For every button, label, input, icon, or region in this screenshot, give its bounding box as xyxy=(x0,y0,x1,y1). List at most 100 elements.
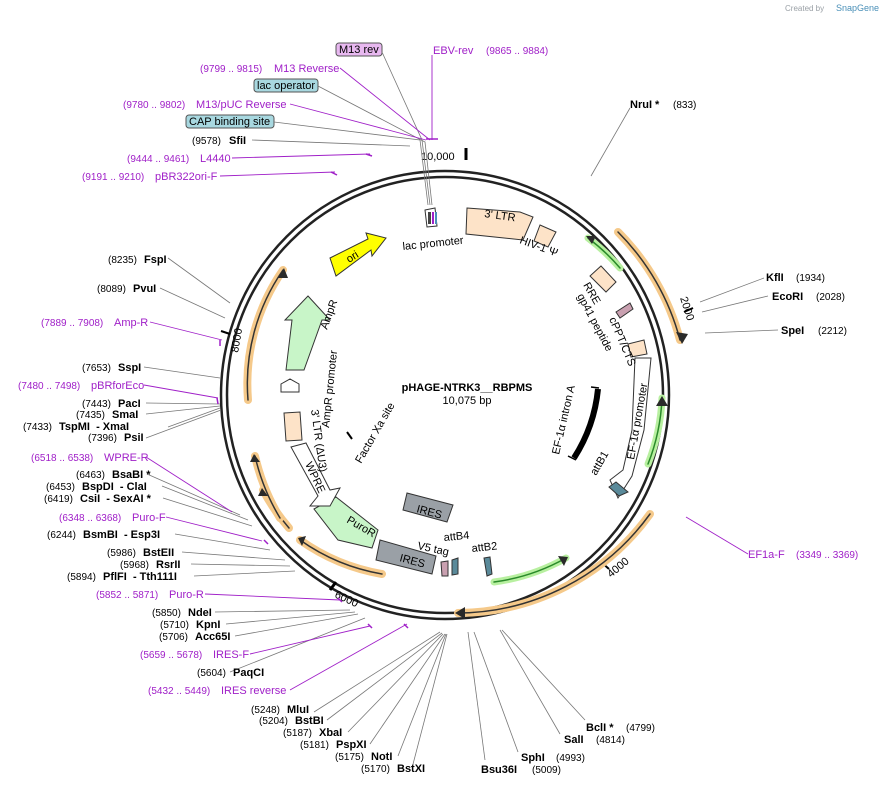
enzyme-ndei: NdeI xyxy=(188,607,212,619)
ruler-label-2000: 2000 xyxy=(677,295,696,322)
primer-ires-f-range: (5659 .. 5678) xyxy=(140,650,202,661)
primer-ampr: Amp-R xyxy=(114,317,148,329)
enzyme-smai: SmaI xyxy=(112,409,138,421)
label-attb1: attB1 xyxy=(588,449,611,477)
primer-labels: EBV-rev (9865 .. 9884) (9799 .. 9815) M1… xyxy=(18,45,858,697)
enzyme-paci: PacI xyxy=(118,398,141,410)
feature-ampr xyxy=(283,295,332,371)
primer-l4440-range: (9444 .. 9461) xyxy=(127,154,189,165)
plasmid-name: pHAGE-NTRK3__RBPMS xyxy=(402,382,533,394)
enzyme-bsu36i: Bsu36I xyxy=(481,764,517,776)
primer-m13-reverse: M13 Reverse xyxy=(274,63,339,75)
enzyme-sfii: SfiI xyxy=(229,135,246,147)
feature-ires-outer xyxy=(375,539,437,575)
enzyme-bstbi: BstBI xyxy=(295,715,324,727)
ruler-tick-8000 xyxy=(220,330,231,335)
primer-wpre-r-range: (6518 .. 6538) xyxy=(31,453,93,464)
feature-marks xyxy=(346,212,601,461)
primer-ires-reverse: IRES reverse xyxy=(221,685,286,697)
enzyme-spei: SpeI xyxy=(781,325,804,337)
enzyme-kfli-pos: (1934) xyxy=(796,273,825,284)
enzyme-acc65i-pos: (5706) xyxy=(159,632,188,643)
label-attb2: attB2 xyxy=(471,540,498,555)
arc-arrowheads xyxy=(250,236,688,619)
feature-ef1a-intron xyxy=(571,388,601,460)
primer-pbrforeco-range: (7480 .. 7498) xyxy=(18,381,80,392)
enzyme-psii: PsiI xyxy=(124,432,144,444)
label-ori: ori xyxy=(344,249,361,266)
feature-3ltr-du3 xyxy=(283,411,303,442)
feature-ires-inner xyxy=(402,492,454,523)
box-lac-operator xyxy=(253,78,319,93)
feature-hiv1-psi xyxy=(533,224,557,248)
primer-pbr322ori-range: (9191 .. 9210) xyxy=(82,172,144,183)
primer-leaders xyxy=(143,55,749,691)
enzyme-noti-pos: (5175) xyxy=(335,752,364,763)
enzyme-smai-pos: (7435) xyxy=(76,410,105,421)
box-m13rev xyxy=(335,42,383,57)
enzyme-pspxi-pos: (5181) xyxy=(300,740,329,751)
primer-wpre-r: WPRE-R xyxy=(104,452,149,464)
label-3ltr: 3' LTR xyxy=(484,208,517,224)
enzyme-pflfi-pos: (5894) xyxy=(67,572,96,583)
label-ampr-promoter: AmpR promoter xyxy=(320,350,340,429)
primer-ires-f: IRES-F xyxy=(213,649,249,661)
enzyme-nrui: NruI * xyxy=(630,99,660,111)
feature-factor-xa xyxy=(346,431,353,440)
enzyme-fspi: FspI xyxy=(144,254,167,266)
enzyme-sspi-pos: (7653) xyxy=(82,363,111,374)
enzyme-pspxi: PspXI xyxy=(336,739,367,751)
enzyme-rsrii: RsrII xyxy=(156,559,180,571)
enzyme-sphi-pos: (4993) xyxy=(556,753,585,764)
enzyme-rsrii-pos: (5968) xyxy=(120,560,149,571)
enzyme-bsabi: BsaBI * xyxy=(112,469,151,481)
label-lac-promoter: lac promoter xyxy=(402,235,464,253)
enzyme-labels-right: NruI * (833) KflI (1934) EcoRI (2028) Sp… xyxy=(481,99,847,776)
primer-m13puc-range: (9780 .. 9802) xyxy=(123,100,185,111)
feature-wpre xyxy=(290,442,341,507)
primer-ef1a-f: EF1a-F xyxy=(748,549,785,561)
enzyme-bstxi: BstXI xyxy=(397,763,425,775)
enzyme-csii: CsiI - SexAI * xyxy=(80,493,152,505)
feature-ori xyxy=(329,232,387,277)
enzyme-fspi-pos: (8235) xyxy=(108,255,137,266)
label-ef1a-intron: EF-1α intron A xyxy=(550,384,578,456)
plasmid-length: 10,075 bp xyxy=(443,395,492,407)
enzyme-labels-left: (9578) SfiI (8235) FspI (8089) PvuI (765… xyxy=(23,135,264,679)
enzyme-bsabi-pos: (6463) xyxy=(76,470,105,481)
enzyme-mlui-pos: (5248) xyxy=(251,705,280,716)
enzyme-paqci-pos: (5604) xyxy=(197,668,226,679)
enzyme-sali-pos: (4814) xyxy=(596,735,625,746)
box-m13rev-text: M13 rev xyxy=(339,44,379,56)
feature-attb4 xyxy=(451,557,459,576)
enzyme-pvui: PvuI xyxy=(133,283,156,295)
primer-puro-f-range: (6348 .. 6368) xyxy=(59,513,121,524)
enzyme-kpni: KpnI xyxy=(196,619,220,631)
enzyme-bcli-pos: (4799) xyxy=(626,723,655,734)
enzyme-ecori-pos: (2028) xyxy=(816,292,845,303)
enzyme-kpni-pos: (5710) xyxy=(160,620,189,631)
enzyme-labels-bottom: (5248) MluI (5204) BstBI (5187) XbaI (51… xyxy=(251,704,425,775)
credit-created-by: Created by xyxy=(785,4,824,13)
enzyme-tspmi-pos: (7433) xyxy=(23,422,52,433)
primer-pbr322ori: pBR322ori-F xyxy=(155,171,218,183)
enzyme-bsmbi: BsmBI - Esp3I xyxy=(83,529,160,541)
feature-attb1 xyxy=(608,481,629,497)
enzyme-ndei-pos: (5850) xyxy=(152,608,181,619)
enzyme-sfii-pos: (9578) xyxy=(192,136,221,147)
label-attb4: attB4 xyxy=(443,530,470,544)
label-factor-xa: Factor Xa site xyxy=(353,401,397,466)
feature-ef1a-promoter xyxy=(609,357,652,500)
feature-cppt xyxy=(627,339,648,358)
backbone-outer-ring xyxy=(219,169,671,621)
enzyme-pflfi: PflFI - Tth111I xyxy=(103,571,177,583)
feature-gp41 xyxy=(615,302,634,319)
enzyme-ecori: EcoRI xyxy=(772,291,803,303)
enzyme-kfli: KflI xyxy=(766,272,784,284)
box-lac-operator-text: lac operator xyxy=(257,80,315,92)
feature-attb2 xyxy=(483,556,493,577)
primer-ticks xyxy=(216,138,438,629)
ruler-tick-2000 xyxy=(683,307,694,313)
feature-v5 xyxy=(440,560,449,577)
